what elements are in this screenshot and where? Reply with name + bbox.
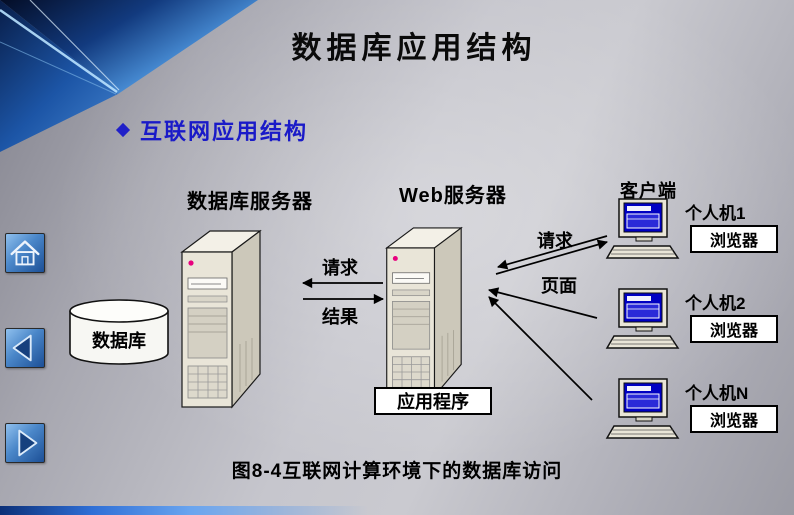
forward-triangle-icon [18,429,38,457]
db-server-label: 数据库服务器 [187,191,313,213]
client-pc-1: 个人机1 浏览器 [605,197,791,269]
desktop-pc-icon [605,198,680,259]
corner-beam-decoration [0,0,258,152]
database-cylinder-icon [69,299,169,365]
client-pc-n: 个人机N 浏览器 [605,377,791,449]
browser-box: 浏览器 [690,225,778,253]
bullet-diamond-icon [115,122,131,138]
back-button[interactable] [5,328,45,368]
database-label: 数据库 [92,331,146,351]
app-program-box: 应用程序 [374,387,492,415]
bottom-edge-decoration [0,506,368,515]
arrow-label-result: 结果 [322,307,358,327]
browser-box: 浏览器 [690,315,778,343]
database-shape: 数据库 [66,296,172,370]
back-triangle-icon [12,334,32,362]
client-pc-2: 个人机2 浏览器 [605,287,791,359]
arrow-label-request-clients: 请求 [537,231,573,251]
clients-label: 客户端 [620,181,677,201]
client-name: 个人机N [685,384,749,403]
web-server-tower-icon [385,226,463,398]
bullet-text: 互联网应用结构 [140,119,309,144]
slide-title: 数据库应用结构 [291,32,537,65]
home-icon [10,240,40,266]
arrow-label-request-servers: 请求 [322,258,358,278]
bullet-item: 互联网应用结构 [115,114,309,146]
client-name: 个人机2 [685,294,746,313]
desktop-pc-icon [605,288,680,349]
web-server-label: Web服务器 [399,185,507,207]
client-name: 个人机1 [685,204,746,223]
arrow-label-page: 页面 [541,276,577,296]
browser-box: 浏览器 [690,405,778,433]
nav-sidebar [5,233,45,463]
desktop-pc-icon [605,378,680,439]
figure-caption: 图8-4互联网计算环境下的数据库访问 [231,461,563,482]
home-button[interactable] [5,233,45,273]
database-server-tower-icon [180,229,262,409]
forward-button[interactable] [5,423,45,463]
